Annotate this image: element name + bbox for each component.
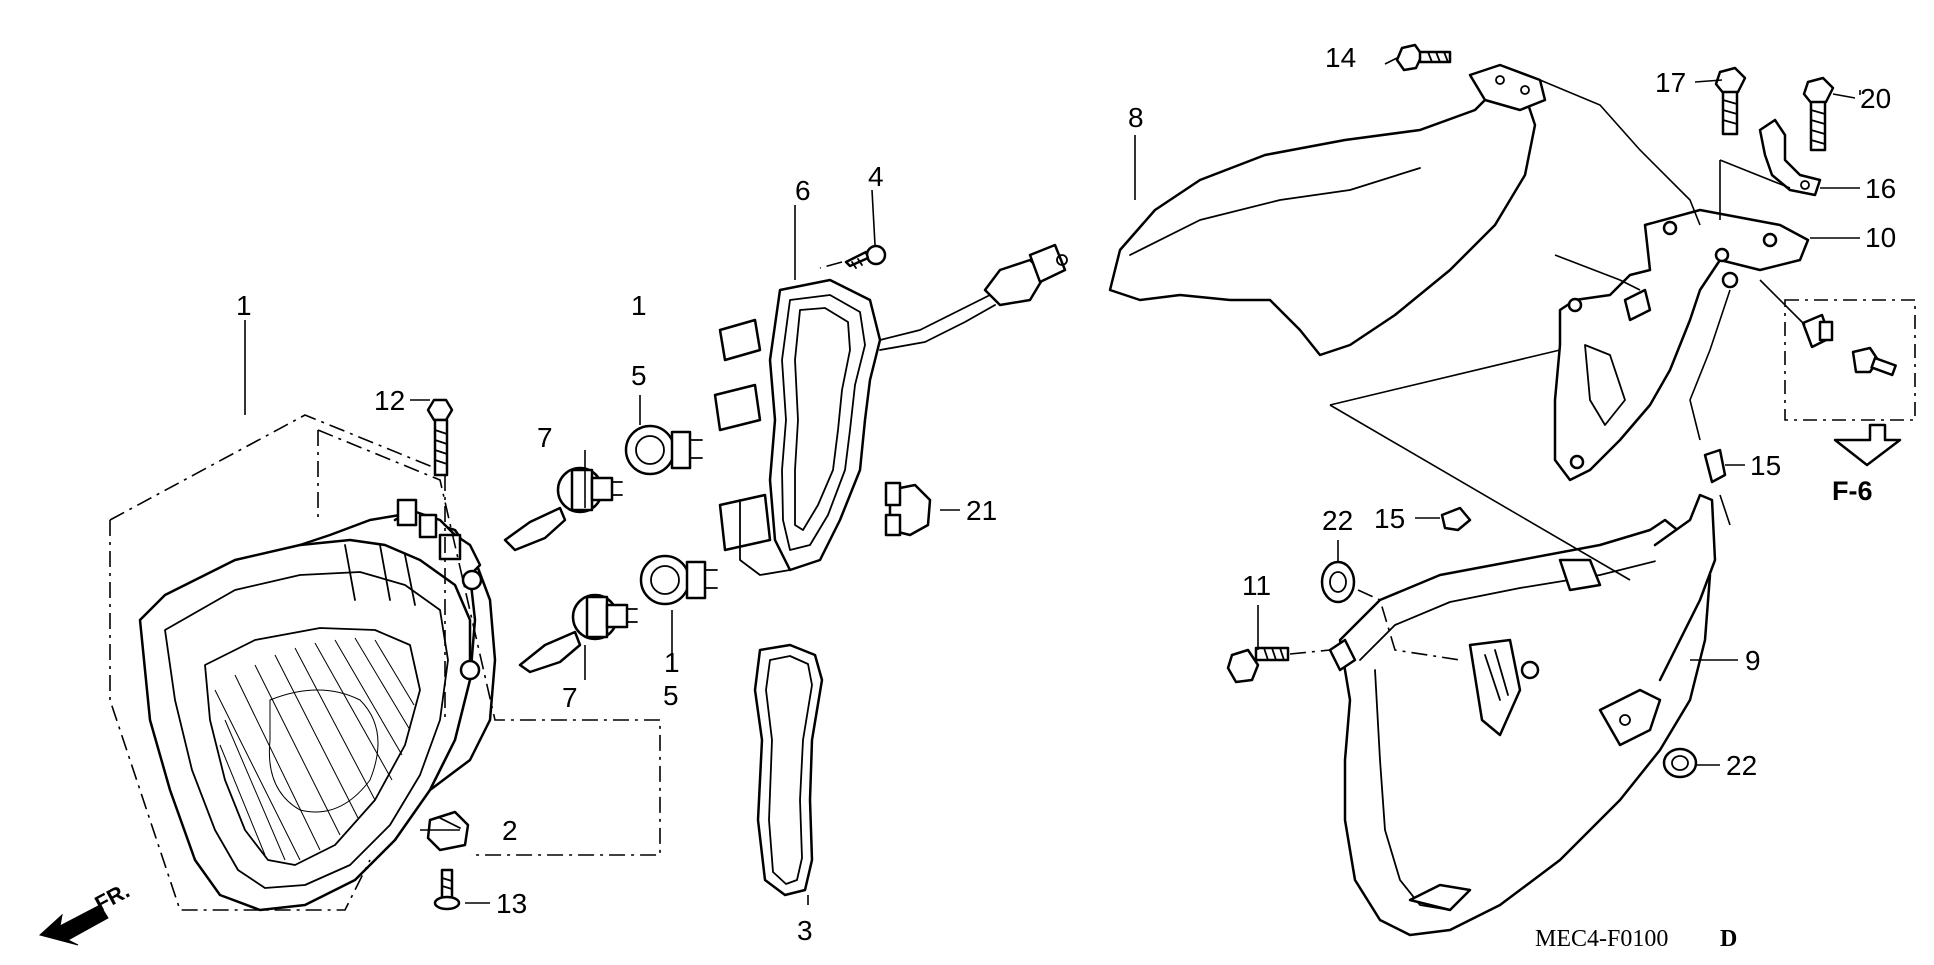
callout-7-bottom: 7 xyxy=(562,682,578,713)
socket-5-bottom xyxy=(639,554,718,606)
callout-14: 14 xyxy=(1325,42,1356,73)
callout-21: 21 xyxy=(966,495,997,526)
stay-10 xyxy=(1553,208,1810,482)
f6-detail-box xyxy=(1784,299,1916,467)
bracket-16 xyxy=(1758,118,1822,197)
leader-lines xyxy=(410,57,1861,905)
callouts: 1 1 1 2 3 4 5 5 6 7 7 8 9 10 11 12 13 14… xyxy=(236,42,1896,946)
callout-2: 2 xyxy=(502,815,518,846)
clip-15-right xyxy=(1703,448,1727,484)
callout-20: 20 xyxy=(1860,83,1891,114)
callout-4: 4 xyxy=(868,161,884,192)
bolt-12 xyxy=(426,398,454,477)
callout-5-top: 5 xyxy=(631,360,647,391)
callout-7-top: 7 xyxy=(537,422,553,453)
screw-13 xyxy=(433,868,461,911)
front-direction-indicator: FR. xyxy=(38,878,134,946)
drawing-code-suffix: D xyxy=(1720,926,1737,952)
socket-5-top xyxy=(624,424,703,476)
screw-11 xyxy=(1226,646,1290,684)
callout-22-right: 22 xyxy=(1726,750,1757,781)
callout-17: 17 xyxy=(1655,67,1686,98)
callout-3: 3 xyxy=(797,915,813,946)
upper-cowl-8 xyxy=(1108,63,1547,357)
callout-5-bottom: 5 xyxy=(663,680,679,711)
callout-1-headlight: 1 xyxy=(236,290,252,321)
clip-15-left xyxy=(1440,506,1472,532)
bolt-17 xyxy=(1714,66,1747,136)
screw-4 xyxy=(844,244,887,269)
grommet-22-right xyxy=(1662,747,1698,779)
front-arrow-icon xyxy=(38,904,109,946)
callout-10: 10 xyxy=(1865,222,1896,253)
clip-21 xyxy=(884,481,932,537)
gasket-3 xyxy=(753,643,824,897)
callout-11: 11 xyxy=(1242,570,1271,601)
callout-6: 6 xyxy=(795,175,811,206)
callout-1-socket-bottom: 1 xyxy=(664,647,680,678)
drawing-code: MEC4-F0100 D xyxy=(1535,926,1737,952)
grommet-22-top xyxy=(1320,560,1356,604)
section-ref-f6[interactable]: F-6 xyxy=(1832,476,1873,506)
bulb-7-top xyxy=(503,466,623,552)
callout-13: 13 xyxy=(496,888,527,919)
callout-22-top: 22 xyxy=(1322,505,1353,536)
lens-hatching xyxy=(214,637,415,861)
wire-harness-6 xyxy=(713,243,1068,576)
callout-15-left: 15 xyxy=(1374,503,1405,534)
bulb-7-bottom xyxy=(518,593,638,674)
bolt-20 xyxy=(1802,76,1835,152)
fairing-9 xyxy=(1328,493,1717,937)
bolt-14 xyxy=(1395,43,1452,72)
headlight-unit xyxy=(138,498,497,912)
drawing-code-text: MEC4-F0100 xyxy=(1535,926,1668,952)
callout-8: 8 xyxy=(1128,102,1144,133)
arrow-down-icon xyxy=(1833,423,1902,467)
nut-2 xyxy=(426,810,470,852)
callout-12: 12 xyxy=(374,385,405,416)
callout-9: 9 xyxy=(1745,645,1761,676)
callout-15-right: 15 xyxy=(1750,450,1781,481)
assembly-lines xyxy=(109,320,661,911)
callout-16: 16 xyxy=(1865,173,1896,204)
callout-1-socket-top: 1 xyxy=(631,290,647,321)
